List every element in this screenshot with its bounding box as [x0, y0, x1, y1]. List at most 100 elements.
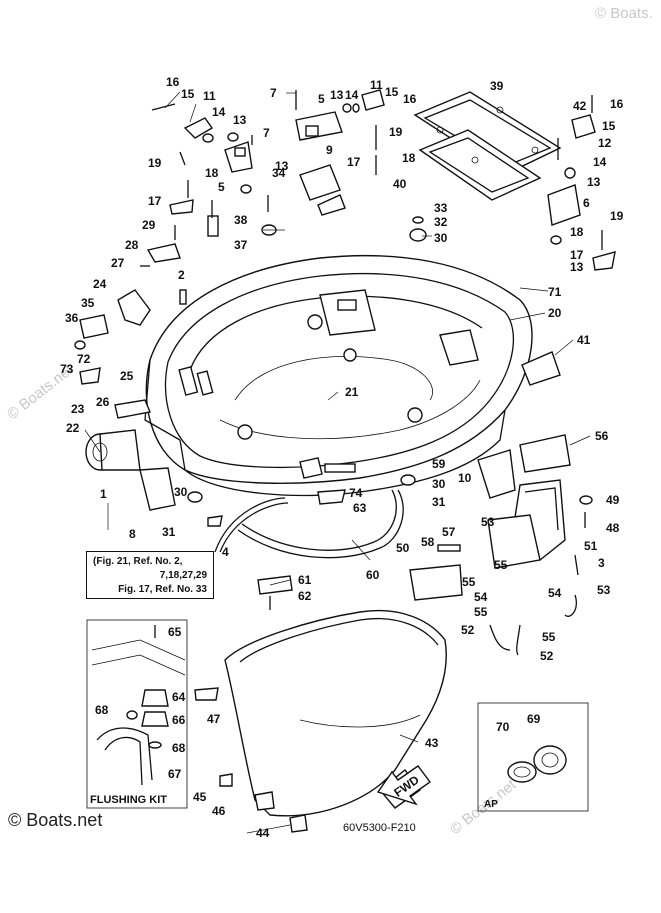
callout: 14 [593, 155, 607, 169]
callout: 15 [602, 119, 616, 133]
callout: 16 [166, 75, 180, 89]
callout: 15 [385, 85, 399, 99]
callout: 52 [461, 623, 475, 637]
callout: 45 [193, 790, 207, 804]
callout: 68 [172, 741, 186, 755]
callout: 16 [403, 92, 417, 106]
callout: 13 [570, 260, 584, 274]
callout: 14 [345, 88, 359, 102]
callout: 20 [548, 306, 562, 320]
leader-lines [84, 91, 591, 834]
right-side-bracket [547, 95, 616, 271]
callout: 13 [275, 159, 289, 173]
callout: 55 [494, 558, 508, 572]
callout: 29 [142, 218, 156, 232]
callout: 55 [542, 630, 556, 644]
callout: 69 [527, 712, 541, 726]
callout: 17 [347, 155, 361, 169]
lower-cover [194, 575, 447, 833]
callout: 59 [432, 457, 446, 471]
callout: 43 [425, 736, 439, 750]
callout: 71 [548, 285, 562, 299]
callout: 2 [178, 268, 185, 282]
figure-code: 60V5300-F210 [343, 822, 416, 834]
callout: 44 [256, 826, 270, 840]
callout: 7 [270, 86, 277, 100]
callout: 63 [353, 501, 367, 515]
callout: 7 [263, 126, 270, 140]
callout: 55 [462, 575, 476, 589]
callout: 72 [77, 352, 91, 366]
callout: 5 [318, 92, 325, 106]
callout: 17 [148, 194, 162, 208]
reference-note-line1: (Fig. 21, Ref. No. 2, [93, 556, 183, 567]
callout: 22 [66, 421, 80, 435]
callout: 54 [548, 586, 562, 600]
callout: 6 [583, 196, 590, 210]
callout: 25 [120, 369, 134, 383]
callout: 11 [203, 89, 216, 103]
reference-note-line2: 7,18,27,29 [159, 570, 207, 581]
callout: 13 [233, 113, 247, 127]
callout-labels: 16 15 11 14 13 7 19 5 18 17 29 38 37 28 … [60, 75, 286, 559]
callout: 27 [111, 256, 125, 270]
callout: 56 [595, 429, 609, 443]
callout: 57 [442, 525, 456, 539]
callout: 62 [298, 589, 312, 603]
callout: 11 [370, 78, 383, 92]
callout: 39 [490, 79, 504, 93]
watermark-bottom-left: © Boats.net [8, 810, 103, 830]
upper-left-brackets [117, 117, 253, 326]
callout: 18 [205, 166, 219, 180]
callout: 31 [162, 525, 176, 539]
callout: 49 [606, 493, 620, 507]
callout: 54 [474, 590, 488, 604]
callout: 46 [212, 804, 226, 818]
callout: 36 [65, 311, 79, 325]
callout: 60 [366, 568, 380, 582]
callout: 23 [71, 402, 85, 416]
callout: 15 [181, 87, 195, 101]
callout: 18 [570, 225, 584, 239]
callout: 55 [474, 605, 488, 619]
bolts-left [140, 103, 269, 267]
ap-box [477, 702, 589, 812]
callout: 53 [481, 515, 495, 529]
right-front-parts [409, 351, 593, 656]
callout: 41 [577, 333, 591, 347]
callout: 8 [129, 527, 136, 541]
callout: 31 [432, 495, 446, 509]
callout: 1 [100, 487, 107, 501]
callout: 48 [606, 521, 620, 535]
callout: 30 [432, 477, 446, 491]
callout: 40 [393, 177, 407, 191]
callout: 14 [212, 105, 226, 119]
callout: 19 [389, 125, 403, 139]
callout: 12 [598, 136, 612, 150]
callout: 13 [587, 175, 601, 189]
callout: 21 [345, 385, 359, 399]
callout: 26 [96, 395, 110, 409]
callout: 73 [60, 362, 74, 376]
callout: 74 [349, 486, 363, 500]
callout: 47 [207, 712, 221, 726]
callout: 10 [458, 471, 472, 485]
callout: 68 [95, 703, 109, 717]
top-right-plate [413, 91, 562, 201]
callout: 67 [168, 767, 182, 781]
callout: 66 [172, 713, 186, 727]
bottom-cowling [144, 254, 533, 497]
callout: 5 [218, 180, 225, 194]
left-connectors [74, 314, 176, 511]
flushing-kit-box [86, 619, 188, 809]
callout: 19 [148, 156, 162, 170]
callout: 58 [421, 535, 435, 549]
callout: 9 [326, 143, 333, 157]
reference-note: (Fig. 21, Ref. No. 2, 7,18,27,29 Fig. 17… [86, 551, 214, 599]
callout: 50 [396, 541, 410, 555]
callout: 13 [330, 88, 344, 102]
callout: 42 [573, 99, 587, 113]
callout: 3 [598, 556, 605, 570]
ap-label: AP [484, 799, 498, 810]
